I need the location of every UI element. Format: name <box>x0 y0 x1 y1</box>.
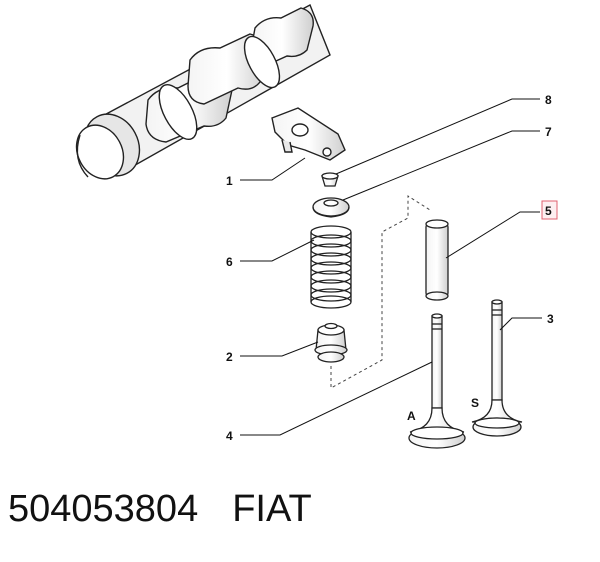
leader-line-4 <box>240 361 433 436</box>
callout-4: 4 <box>226 429 233 443</box>
valve-spring <box>310 225 352 309</box>
leader-line-6 <box>240 239 315 262</box>
leader-line-7 <box>342 130 540 201</box>
brand-name: FIAT <box>232 488 312 530</box>
callout-1: 1 <box>226 174 233 188</box>
part-caption: 504053804 FIAT <box>8 488 312 531</box>
callout-7: 7 <box>545 125 552 139</box>
callout-6: 6 <box>226 255 233 269</box>
part-number: 504053804 <box>8 488 199 530</box>
callout-2: 2 <box>226 350 233 364</box>
intake-valve-label: A <box>407 409 416 423</box>
leader-line-3 <box>499 317 542 331</box>
leader-line-8 <box>335 98 540 175</box>
camshaft <box>75 4 331 180</box>
spring-retainer <box>312 197 350 218</box>
assembly-path-dashed <box>330 195 431 389</box>
rocker-arm <box>271 107 346 161</box>
exhaust-valve <box>471 299 523 437</box>
highlight-box-5 <box>541 200 558 220</box>
valve-train-exploded-diagram: 1 2 3 4 5 6 7 8 A S <box>75 4 558 449</box>
intake-valve <box>408 313 466 449</box>
valve-stem-seal <box>314 322 348 363</box>
exhaust-valve-label: S <box>471 396 479 410</box>
callout-5: 5 <box>545 204 552 218</box>
leader-line-5 <box>445 211 540 259</box>
callout-8: 8 <box>545 93 552 107</box>
leader-line-1 <box>240 157 306 181</box>
valve-cotter <box>321 172 339 187</box>
valve-guide <box>425 219 449 301</box>
callout-3: 3 <box>547 312 554 326</box>
leader-line-2 <box>240 341 319 357</box>
